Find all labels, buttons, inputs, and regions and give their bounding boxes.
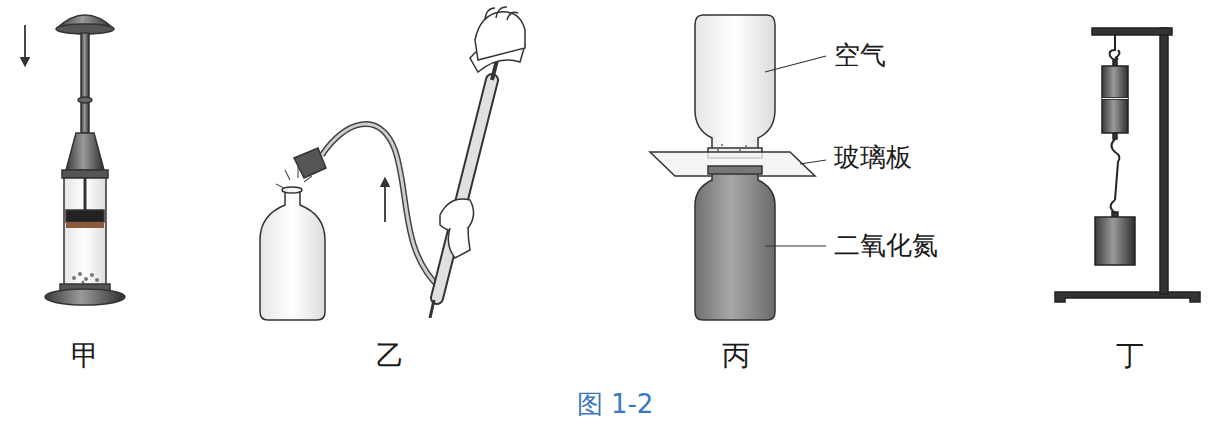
callout-label: 二氧化氮 xyxy=(834,230,938,261)
figure-label: 甲 xyxy=(71,339,99,373)
lead-cylinders-stand xyxy=(1055,28,1200,302)
fire-syringe xyxy=(25,15,125,305)
diffusion-bottles xyxy=(650,15,826,320)
callout-label: 空气 xyxy=(834,40,886,71)
pump-and-bottle xyxy=(260,7,525,320)
figure-caption: 图 1-2 xyxy=(577,389,654,420)
figure-label: 丁 xyxy=(1116,339,1144,373)
callout-label: 玻璃板 xyxy=(834,142,912,173)
figure-label: 乙 xyxy=(376,339,404,373)
figure-label: 丙 xyxy=(722,339,750,373)
